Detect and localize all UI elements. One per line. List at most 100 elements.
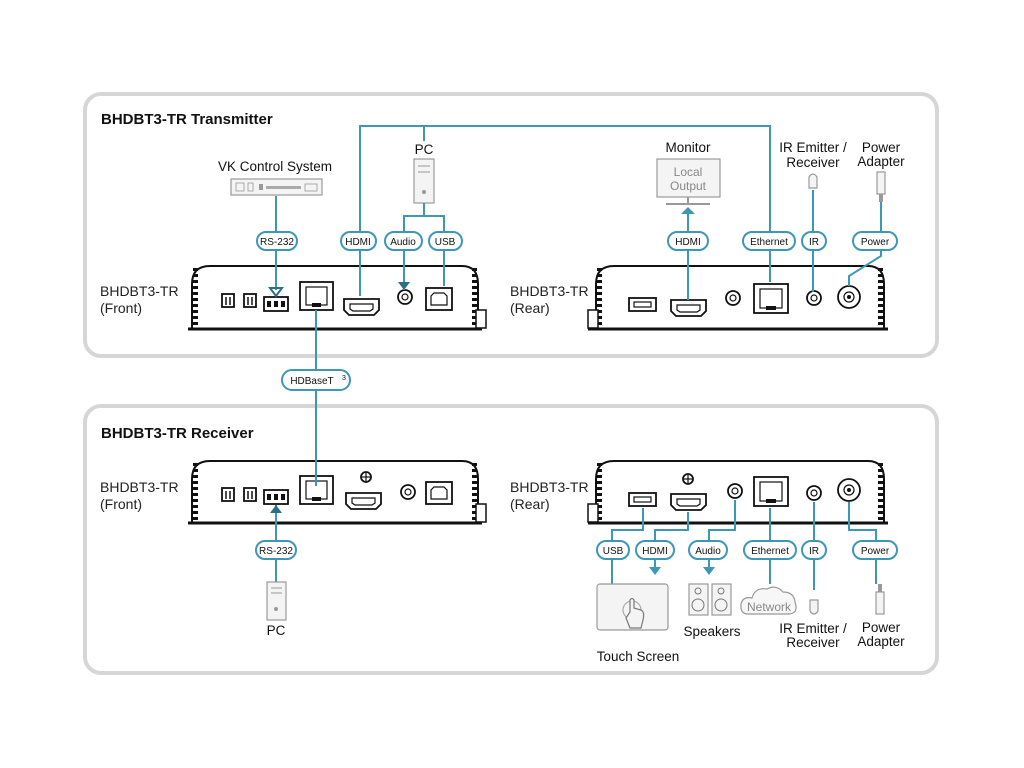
vk-control-system: VK Control System bbox=[218, 159, 332, 196]
svg-text:IR: IR bbox=[809, 237, 819, 248]
tx-wires bbox=[268, 125, 882, 300]
local-output-label-2: Output bbox=[670, 179, 707, 193]
rx-usb-b-port bbox=[425, 481, 453, 505]
monitor: Monitor Local Output bbox=[656, 140, 721, 205]
rx-hdmi-out-port bbox=[670, 493, 707, 511]
badge-audio: Audio bbox=[384, 231, 423, 251]
rx-badge-power: Power bbox=[852, 540, 898, 560]
vk-control-label: VK Control System bbox=[218, 159, 332, 174]
badge-rs232: RS-232 bbox=[256, 231, 298, 251]
rx-badge-ethernet: Ethernet bbox=[743, 540, 797, 560]
rx-rs232-terminal-port bbox=[263, 489, 289, 505]
rx-audio-front-port bbox=[400, 484, 416, 500]
badge-hdmi-in: HDMI bbox=[340, 231, 377, 251]
tx-power-label-2: Adapter bbox=[857, 154, 905, 169]
speakers-label: Speakers bbox=[683, 624, 740, 639]
rx-power-port bbox=[837, 478, 861, 502]
audio-out-port bbox=[725, 290, 741, 306]
hdbaset-label: HDBaseT bbox=[290, 376, 333, 387]
receiver-title: BHDBT3-TR Receiver bbox=[101, 425, 254, 442]
tx-ir-label: IR Emitter / bbox=[779, 140, 847, 155]
ethernet-port bbox=[753, 283, 789, 314]
rx-reset-button-rear bbox=[682, 473, 694, 485]
rx-front-device bbox=[188, 460, 487, 525]
rx-badge-rs232: RS-232 bbox=[255, 540, 297, 560]
hdmi-in-port bbox=[343, 298, 380, 316]
rs232-terminal-port bbox=[263, 296, 289, 312]
rx-front-sublabel: (Front) bbox=[100, 496, 142, 512]
monitor-arrow bbox=[681, 207, 695, 214]
svg-text:HDMI: HDMI bbox=[675, 237, 701, 248]
rx-pc-label: PC bbox=[267, 623, 286, 638]
tx-rear-sublabel: (Rear) bbox=[510, 300, 550, 316]
badge-usb: USB bbox=[428, 231, 463, 251]
network-cloud: Network bbox=[740, 586, 797, 615]
rx-badge-ir: IR bbox=[801, 540, 827, 560]
tx-power-label: Power bbox=[862, 140, 901, 155]
rx-audio-out-port bbox=[727, 483, 743, 499]
svg-text:USB: USB bbox=[603, 546, 624, 557]
rx-power-label: Power bbox=[862, 620, 901, 635]
svg-text:HDMI: HDMI bbox=[642, 546, 668, 557]
hand-touch-icon bbox=[625, 597, 645, 629]
touch-screen-label: Touch Screen bbox=[597, 649, 680, 664]
svg-text:Power: Power bbox=[861, 237, 890, 248]
badge-ir: IR bbox=[801, 231, 827, 251]
svg-text:Power: Power bbox=[861, 546, 890, 557]
ir-port bbox=[806, 290, 822, 306]
rx-dip-switch-1 bbox=[221, 487, 235, 502]
rx-badge-hdmi: HDMI bbox=[635, 540, 675, 560]
speakers: Speakers bbox=[683, 583, 741, 639]
svg-text:IR: IR bbox=[809, 546, 819, 557]
rx-ir-port bbox=[806, 485, 822, 501]
rx-power-label-2: Adapter bbox=[857, 634, 905, 649]
rx-pc-tower: PC bbox=[266, 581, 287, 638]
rx-ir-emitter: IR Emitter / Receiver bbox=[779, 599, 847, 650]
touch-screen: Touch Screen bbox=[596, 583, 680, 664]
svg-text:USB: USB bbox=[435, 237, 456, 248]
local-output-label: Local bbox=[674, 165, 703, 179]
receiver-panel: BHDBT3-TR Receiver BHDBT3-TR (Front) bbox=[83, 404, 939, 675]
badge-power: Power bbox=[852, 231, 898, 251]
dip-switch-1 bbox=[221, 293, 235, 308]
tx-front-sublabel: (Front) bbox=[100, 300, 142, 316]
tx-ir-emitter: IR Emitter / Receiver bbox=[779, 140, 847, 189]
network-label: Network bbox=[747, 600, 792, 614]
hdmi-out-port bbox=[670, 299, 707, 317]
tx-front-device bbox=[188, 265, 487, 331]
rx-badge-audio: Audio bbox=[688, 540, 728, 560]
hdbaset-superscript: 3 bbox=[342, 375, 346, 382]
rx-rear-device bbox=[587, 460, 888, 525]
badge-hdmi-out: HDMI bbox=[667, 231, 709, 251]
badge-ethernet: Ethernet bbox=[742, 231, 796, 251]
rx-usb-a-port bbox=[628, 492, 657, 507]
svg-text:Audio: Audio bbox=[695, 546, 721, 557]
svg-text:Ethernet: Ethernet bbox=[750, 237, 788, 248]
rx-ir-label-2: Receiver bbox=[786, 635, 840, 650]
rx-dip-switch-2 bbox=[243, 487, 257, 502]
tx-front-label: BHDBT3-TR bbox=[100, 283, 179, 299]
usb-b-port bbox=[425, 287, 453, 311]
hdbaset-link: HDBaseT 3 bbox=[281, 310, 351, 486]
svg-text:Audio: Audio bbox=[390, 237, 416, 248]
rx-power-adapter: Power Adapter bbox=[857, 584, 905, 649]
rx-ethernet-port bbox=[753, 476, 789, 507]
tx-ir-label-2: Receiver bbox=[786, 155, 840, 170]
pc-tower: PC bbox=[413, 142, 435, 204]
monitor-label: Monitor bbox=[665, 140, 711, 155]
power-port bbox=[837, 285, 861, 309]
rx-badge-usb: USB bbox=[596, 540, 630, 560]
tx-power-adapter: Power Adapter bbox=[857, 140, 905, 202]
usb-a-port bbox=[628, 297, 657, 312]
svg-text:HDMI: HDMI bbox=[345, 237, 371, 248]
rx-hdmi-front-port bbox=[345, 492, 382, 510]
svg-text:Ethernet: Ethernet bbox=[751, 546, 789, 557]
rx-ir-label: IR Emitter / bbox=[779, 621, 847, 636]
dip-switch-2 bbox=[243, 293, 257, 308]
svg-text:RS-232: RS-232 bbox=[259, 546, 293, 557]
tx-rear-label: BHDBT3-TR bbox=[510, 283, 589, 299]
hdbaset-rj45-port bbox=[299, 281, 334, 311]
svg-text:RS-232: RS-232 bbox=[260, 237, 294, 248]
rx-rear-sublabel: (Rear) bbox=[510, 496, 550, 512]
